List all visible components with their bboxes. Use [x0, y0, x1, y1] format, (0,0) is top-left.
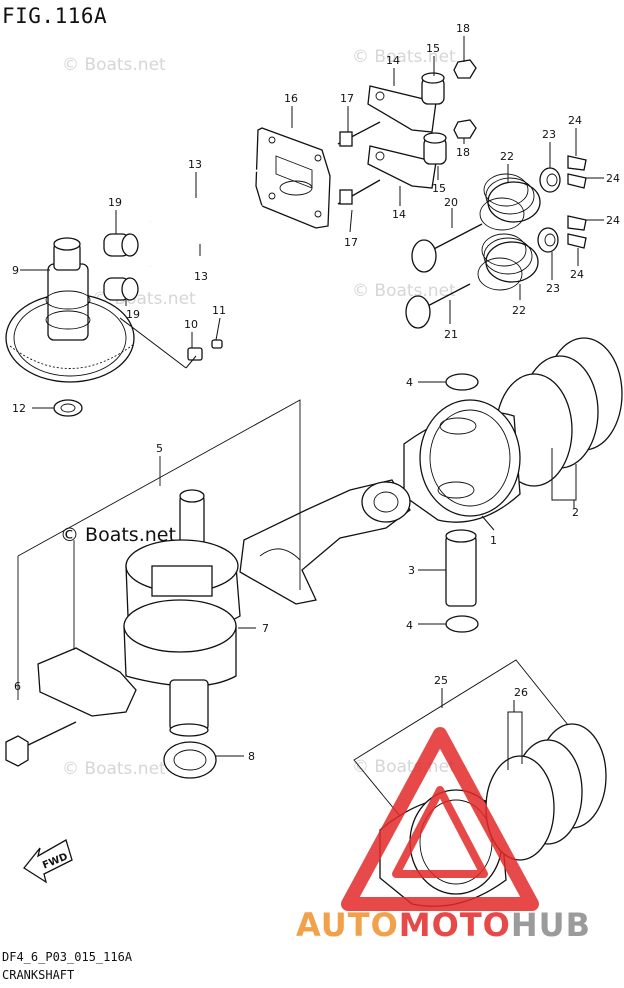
- part-5-crank-assembly-box: [17, 399, 301, 700]
- automotohub-logo: AUTOMOTOHUB: [296, 727, 591, 944]
- callout-26: 26: [514, 686, 528, 699]
- part-20-21-valves: [405, 223, 483, 329]
- callout-16: 16: [284, 92, 298, 105]
- callout-23: 23: [546, 282, 560, 295]
- part-14-rocker-arms: [367, 85, 437, 189]
- part-9-camshaft-gear: [5, 237, 135, 383]
- callout-23: 23: [542, 128, 556, 141]
- callout-13: 13: [188, 158, 202, 171]
- callout-24: 24: [568, 114, 582, 127]
- callout-12: 12: [12, 402, 26, 415]
- part-18-nuts: [453, 59, 477, 139]
- watermarks: © Boats.net © Boats.net © Boats.net © Bo…: [60, 47, 456, 779]
- callout-5: 5: [156, 442, 163, 455]
- connecting-rod: [239, 479, 411, 605]
- callout-19: 19: [126, 308, 140, 321]
- diagram-name: CRANKSHAFT: [2, 968, 75, 982]
- brand-moto: MOTO: [399, 906, 511, 944]
- watermark-text: © Boats.net: [62, 759, 166, 779]
- callout-4: 4: [406, 619, 413, 632]
- part-22-valve-springs: [477, 173, 541, 291]
- watermark-text: © Boats.net: [62, 55, 166, 75]
- callout-3: 3: [408, 564, 415, 577]
- callout-20: 20: [444, 196, 458, 209]
- callout-14: 14: [392, 208, 406, 221]
- leader-lines: [20, 36, 604, 770]
- part-1-piston: [403, 399, 521, 523]
- watermark-text: © Boats.net: [352, 47, 456, 67]
- callout-11: 11: [212, 304, 226, 317]
- callout-8: 8: [248, 750, 255, 763]
- figure-title: FIG.116A: [2, 4, 108, 28]
- callout-labels: 1 2 3 4 4 5 6 7 8 9 10 11 12 13 13 14 14…: [12, 22, 620, 763]
- fwd-arrow-icon: FWD: [23, 839, 73, 884]
- part-4-circlips: [445, 373, 479, 633]
- callout-24: 24: [606, 172, 620, 185]
- diagram-code: DF4_6_P03_015_116A: [2, 950, 133, 964]
- callout-2: 2: [572, 506, 579, 519]
- part-12-washer: [53, 399, 83, 417]
- part-3-piston-pin: [445, 529, 477, 607]
- part-6-conrod-cap-bolt: [5, 647, 137, 767]
- callout-7: 7: [262, 622, 269, 635]
- callout-1: 1: [490, 534, 497, 547]
- part-13-push-rods: [149, 169, 263, 267]
- callout-13: 13: [194, 270, 208, 283]
- callout-24: 24: [606, 214, 620, 227]
- callout-17: 17: [344, 236, 358, 249]
- callout-24: 24: [570, 268, 584, 281]
- part-15-pivots: [421, 72, 447, 165]
- part-17-studs: [337, 121, 381, 205]
- callout-21: 21: [444, 328, 458, 341]
- callout-15: 15: [426, 42, 440, 55]
- callout-25: 25: [434, 674, 448, 687]
- part-23-24-retainers-cotters: [537, 155, 587, 253]
- callout-22: 22: [512, 304, 526, 317]
- watermark-copyright: © Boats.net: [60, 524, 176, 546]
- svg-text:AUTOMOTOHUB: AUTOMOTOHUB: [296, 906, 591, 944]
- part-19-tappets: [103, 233, 139, 301]
- watermark-text: © Boats.net: [352, 757, 456, 777]
- callout-4: 4: [406, 376, 413, 389]
- part-10-11-bracket-screw: [119, 317, 223, 369]
- brand-auto: AUTO: [296, 906, 399, 944]
- callout-22: 22: [500, 150, 514, 163]
- part-16-rocker-plate: [255, 127, 331, 229]
- brand-hub: HUB: [511, 906, 591, 944]
- callout-15: 15: [432, 182, 446, 195]
- callout-14: 14: [386, 54, 400, 67]
- part-7-crankshaft: [123, 489, 241, 737]
- part-26-piston-rings: [485, 723, 607, 861]
- watermark-text: © Boats.net: [352, 281, 456, 301]
- callout-18: 18: [456, 146, 470, 159]
- callout-17: 17: [340, 92, 354, 105]
- callout-6: 6: [14, 680, 21, 693]
- callout-10: 10: [184, 318, 198, 331]
- part-8-thrust-washer: [163, 741, 217, 779]
- callout-19: 19: [108, 196, 122, 209]
- callout-9: 9: [12, 264, 19, 277]
- callout-18: 18: [456, 22, 470, 35]
